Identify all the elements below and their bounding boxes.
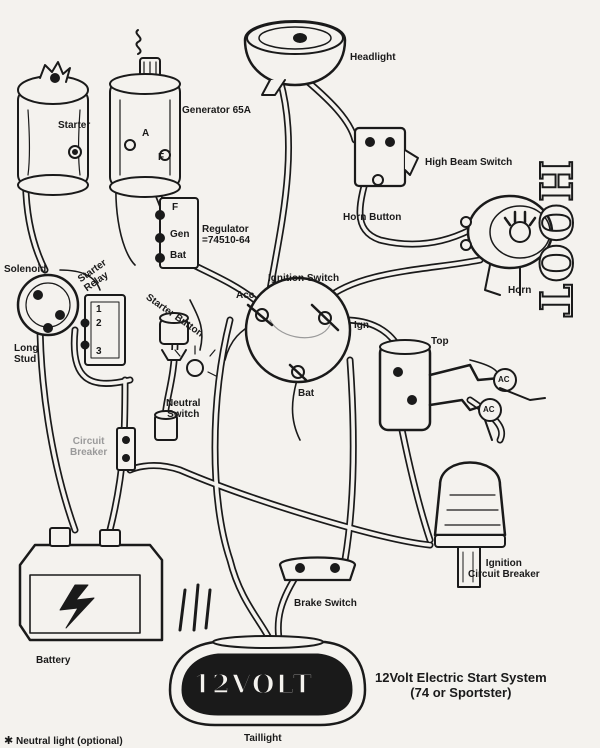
- diagram-title: 12Volt Electric Start System (74 or Spor…: [375, 670, 547, 700]
- hoot-lettering: HOOT: [528, 159, 581, 320]
- terminal-coil-ac-2: AC: [483, 405, 495, 414]
- terminal-relay-2: 2: [96, 318, 102, 329]
- neutral-light: [174, 345, 217, 377]
- label-solenoid: Solenoid: [4, 264, 47, 275]
- label-ignition-switch: Ignition Switch: [268, 273, 340, 284]
- label-top: Top: [431, 336, 449, 347]
- label-ignition-circuit-breaker: Ignition Circuit Breaker: [468, 558, 540, 580]
- starter: [17, 61, 89, 196]
- generator: [109, 29, 181, 198]
- asterisk-icon: ✱: [4, 735, 14, 747]
- high-beam-switch: [353, 126, 419, 188]
- ignition-circuit-breaker: [433, 461, 507, 588]
- label-regulator: Regulator =74510-64: [202, 224, 251, 246]
- label-bat: Bat: [298, 388, 315, 399]
- wire-harness: [22, 71, 506, 649]
- solenoid: [16, 273, 80, 337]
- taillight-plate-text: 12VOLT: [192, 669, 314, 701]
- label-battery: Battery: [36, 655, 71, 666]
- terminal-reg-gen: Gen: [170, 229, 190, 240]
- circuit-breaker: [116, 427, 136, 471]
- label-headlight: Headlight: [350, 52, 396, 63]
- terminal-coil-ac-1: AC: [498, 375, 510, 384]
- label-neutral-switch: Neutral Switch: [166, 398, 201, 420]
- horn: [460, 194, 554, 296]
- label-circuit-breaker: Circuit Breaker: [70, 436, 108, 458]
- terminal-relay-3: 3: [96, 346, 102, 357]
- label-starter: Starter: [58, 120, 91, 131]
- neutral-switch: [154, 410, 178, 441]
- ignition-coil: [378, 339, 546, 441]
- label-brake-switch: Brake Switch: [294, 598, 357, 609]
- terminal-reg-bat: Bat: [170, 250, 187, 261]
- terminal-relay-1: 1: [96, 304, 102, 315]
- terminal-gen-a: A: [142, 128, 150, 139]
- ignition-switch: [244, 276, 352, 384]
- label-ign: Ign: [354, 320, 369, 331]
- headlight: [243, 20, 347, 96]
- starter-button: [159, 312, 189, 361]
- footnote-text: Neutral light (optional): [16, 736, 123, 747]
- battery: [18, 527, 212, 642]
- taillight: [168, 635, 367, 727]
- label-acc: Acc: [236, 290, 255, 301]
- starter-relay: [80, 294, 126, 366]
- label-horn-button: Horn Button: [343, 212, 402, 223]
- label-long-stud: Long Stud: [14, 343, 39, 365]
- label-high-beam-switch: High Beam Switch: [425, 157, 513, 168]
- terminal-gen-f: F: [158, 152, 165, 163]
- brake-switch: [278, 556, 357, 582]
- terminal-reg-f: F: [172, 202, 179, 213]
- label-horn: Horn: [508, 285, 532, 296]
- label-taillight: Taillight: [244, 733, 282, 744]
- label-generator: Generator 65A: [182, 105, 251, 116]
- footnote: ✱ Neutral light (optional): [4, 734, 123, 747]
- regulator: [155, 197, 199, 269]
